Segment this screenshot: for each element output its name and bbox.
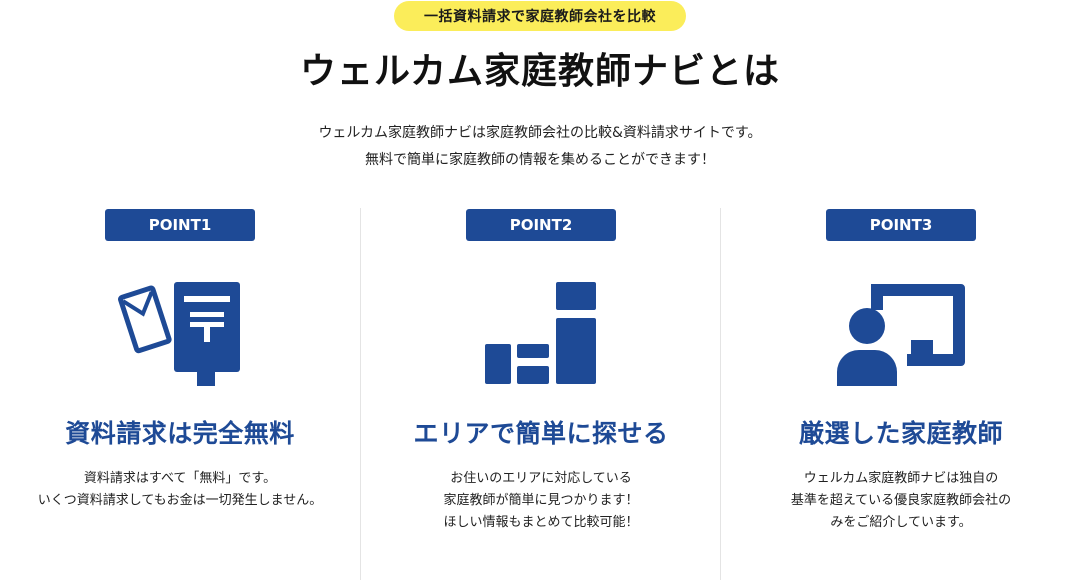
mailbox-document-icon — [100, 274, 260, 394]
feature-title: 資料請求は完全無料 — [65, 419, 295, 448]
teacher-board-icon — [821, 274, 981, 394]
desc-line: 基準を超えている優良家庭教師会社の — [790, 493, 1012, 508]
point-badge: POINT1 — [105, 209, 255, 241]
feature-title: 厳選した家庭教師 — [798, 419, 1003, 448]
tagline-badge: 一括資料請求で家庭教師会社を比較 — [394, 1, 686, 31]
feature-description: お住いのエリアに対応している 家庭教師が簡単に見つかります！ ほしい情報もまとめ… — [361, 468, 721, 534]
desc-line: 資料請求はすべて「無料」です。 — [83, 471, 277, 486]
feature-description: ウェルカム家庭教師ナビは独自の 基準を超えている優良家庭教師会社の みをご紹介し… — [721, 468, 1080, 534]
desc-line: ウェルカム家庭教師ナビは独自の — [803, 471, 999, 486]
page-title: ウェルカム家庭教師ナビとは — [300, 51, 780, 92]
point-badge: POINT3 — [826, 209, 976, 241]
feature-card-point2: POINT2 エリアで簡単に探せる お住いのエリアに対応している 家庭教師が簡単… — [360, 208, 720, 580]
feature-title: エリアで簡単に探せる — [413, 419, 669, 448]
intro-text: ウェルカム家庭教師ナビは家庭教師会社の比較&資料請求サイトです。 無料で簡単に家… — [0, 120, 1080, 174]
intro-line: 無料で簡単に家庭教師の情報を集めることができます！ — [365, 152, 715, 168]
intro-line: ウェルカム家庭教師ナビは家庭教師会社の比較&資料請求サイトです。 — [318, 125, 762, 141]
desc-line: ほしい情報もまとめて比較可能！ — [443, 515, 639, 530]
stacked-blocks-icon — [461, 274, 621, 394]
point-badge: POINT2 — [466, 209, 616, 241]
feature-description: 資料請求はすべて「無料」です。 いくつ資料請求してもお金は一切発生しません。 — [0, 468, 360, 512]
desc-line: みをご紹介しています。 — [830, 515, 972, 530]
feature-card-point1: POINT1 資料請求は完全無料 資料請求はすべて「無料」です。 いくつ資料請求… — [0, 208, 360, 580]
desc-line: お住いのエリアに対応している — [450, 471, 632, 486]
desc-line: 家庭教師が簡単に見つかります！ — [443, 493, 639, 508]
feature-card-point3: POINT3 厳選した家庭教師 ウェルカム家庭教師ナビは独自の 基準を超えている… — [720, 208, 1080, 580]
desc-line: いくつ資料請求してもお金は一切発生しません。 — [37, 493, 323, 508]
